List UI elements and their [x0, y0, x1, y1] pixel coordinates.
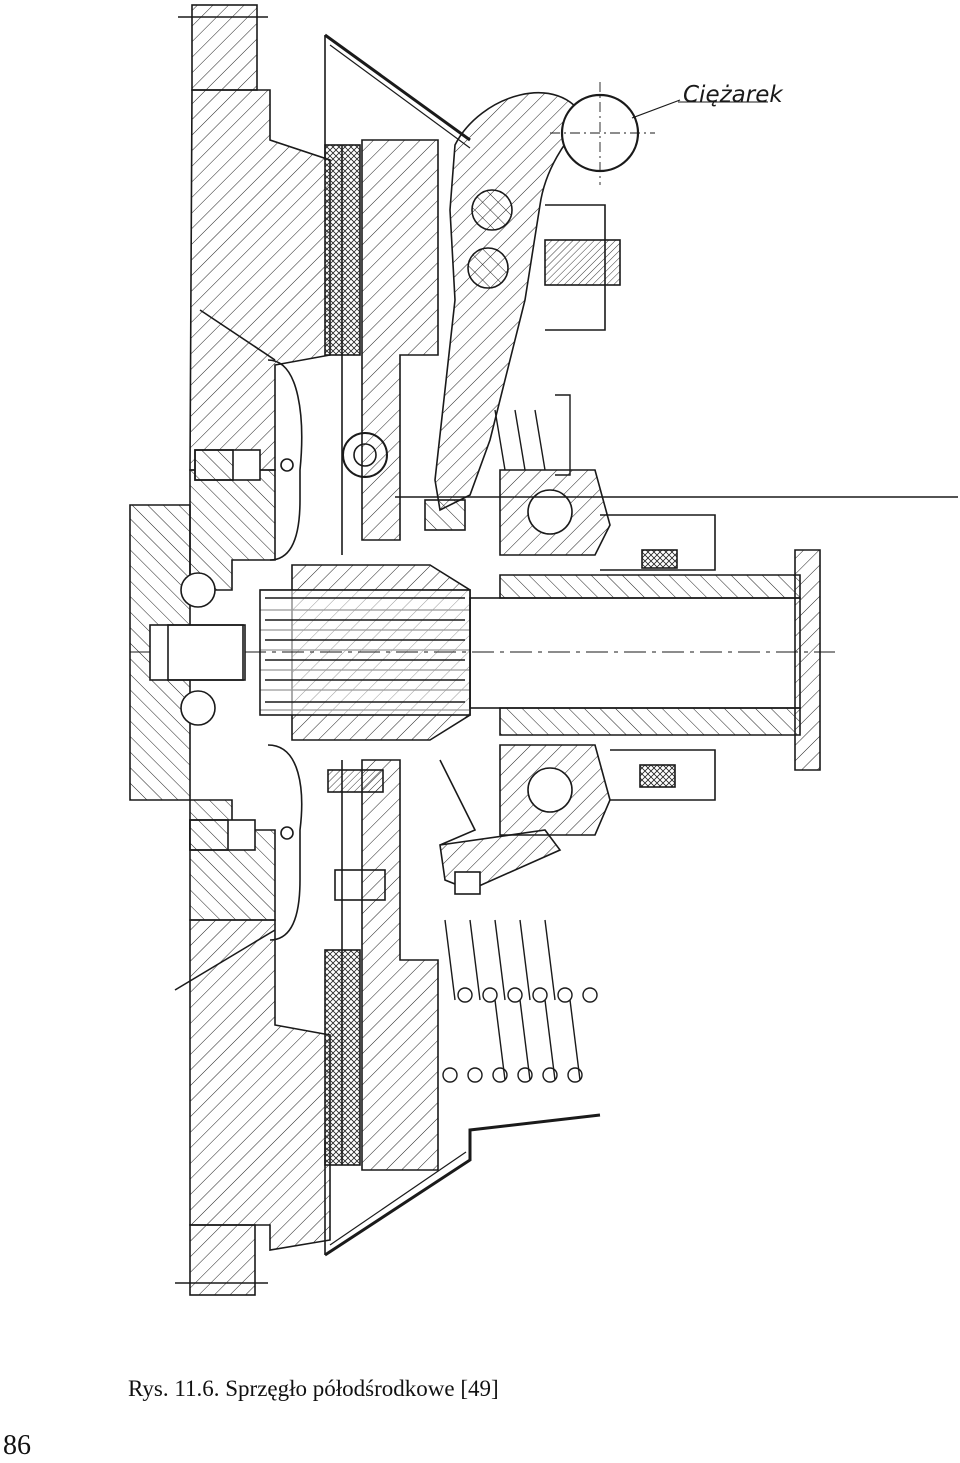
page-number: 86: [3, 1430, 31, 1461]
damper-spring-ring: [327, 432, 388, 901]
flywheel-bolts: [189, 359, 303, 941]
clutch-cross-section-drawing: Ciężarek: [129, 4, 958, 1296]
pressure-springs: [442, 394, 598, 1083]
clutch-cover: [324, 33, 601, 1257]
release-bearing: [395, 469, 958, 836]
centrifugal-lever: [424, 82, 768, 531]
input-shaft: [130, 549, 835, 771]
friction-linings: [324, 144, 361, 1166]
figure-caption: Rys. 11.6. Sprzęgło półodśrodkowe [49]: [128, 1376, 499, 1401]
lower-lever: [439, 759, 562, 895]
crankshaft-end: [129, 504, 246, 801]
weight-label: Ciężarek: [683, 82, 784, 108]
